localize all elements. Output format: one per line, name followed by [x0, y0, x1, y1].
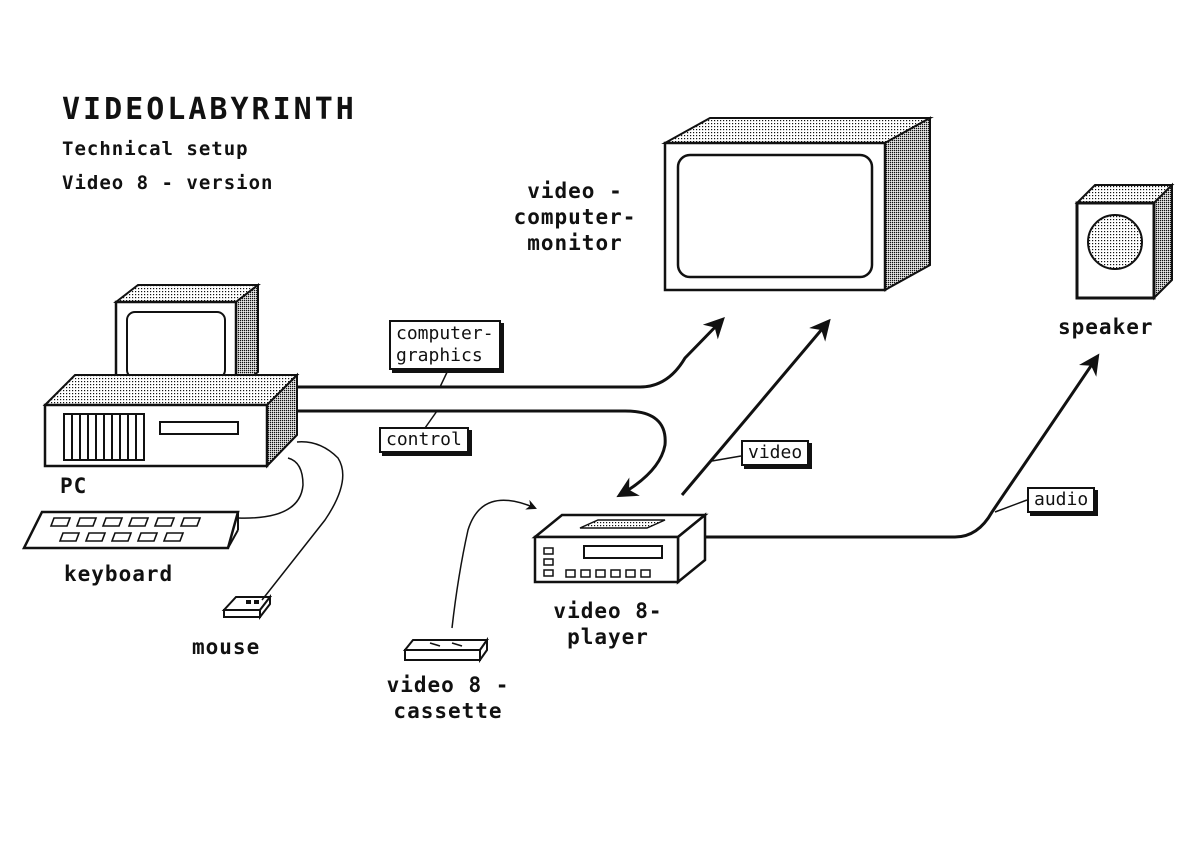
cassette-label: video 8 - cassette — [385, 672, 511, 724]
computer-graphics-cable — [297, 316, 725, 389]
pc-icon — [42, 282, 300, 469]
mouse-cable — [261, 441, 344, 601]
cassette-label-line-2: cassette — [393, 699, 503, 723]
video-box: video — [741, 440, 810, 466]
player-label: video 8- player — [548, 598, 668, 650]
video-leader — [711, 455, 742, 462]
keyboard-label: keyboard — [64, 562, 174, 586]
control-cable — [297, 409, 667, 498]
control-box: control — [379, 427, 469, 453]
pc-label: PC — [60, 474, 88, 498]
cables — [237, 316, 1100, 629]
speaker-icon — [1074, 182, 1175, 301]
monitor-label-line-3: monitor — [527, 231, 623, 255]
video8-player-icon — [531, 512, 709, 585]
page-title: VIDEOLABYRINTH — [62, 92, 357, 127]
control-leader — [424, 410, 438, 429]
monitor-icon — [661, 116, 934, 292]
computer-graphics-line-2: graphics — [396, 345, 483, 366]
monitor-label: video - computer- monitor — [513, 178, 637, 256]
mouse-label: mouse — [192, 635, 261, 659]
subtitle-version: Video 8 - version — [62, 172, 274, 194]
computer-graphics-line-1: computer- — [396, 323, 494, 344]
player-label-line-2: player — [567, 625, 649, 649]
monitor-label-line-1: video - — [527, 179, 623, 203]
keyboard-cable — [237, 457, 304, 519]
audio-cable — [705, 353, 1100, 539]
video8-cassette-icon — [402, 636, 489, 664]
mouse-icon — [221, 594, 273, 620]
subtitle-technical-setup: Technical setup — [62, 138, 249, 160]
speaker-label: speaker — [1058, 315, 1154, 339]
keyboard-icon — [21, 510, 240, 550]
computer-graphics-box: computer- graphics — [389, 320, 501, 370]
audio-leader — [994, 499, 1028, 513]
video-cable — [680, 318, 831, 496]
cassette-label-line-1: video 8 - — [386, 673, 510, 697]
monitor-label-line-2: computer- — [513, 205, 637, 229]
cassette-insert-line — [451, 499, 537, 629]
player-label-line-1: video 8- — [553, 599, 663, 623]
audio-box: audio — [1027, 487, 1096, 513]
